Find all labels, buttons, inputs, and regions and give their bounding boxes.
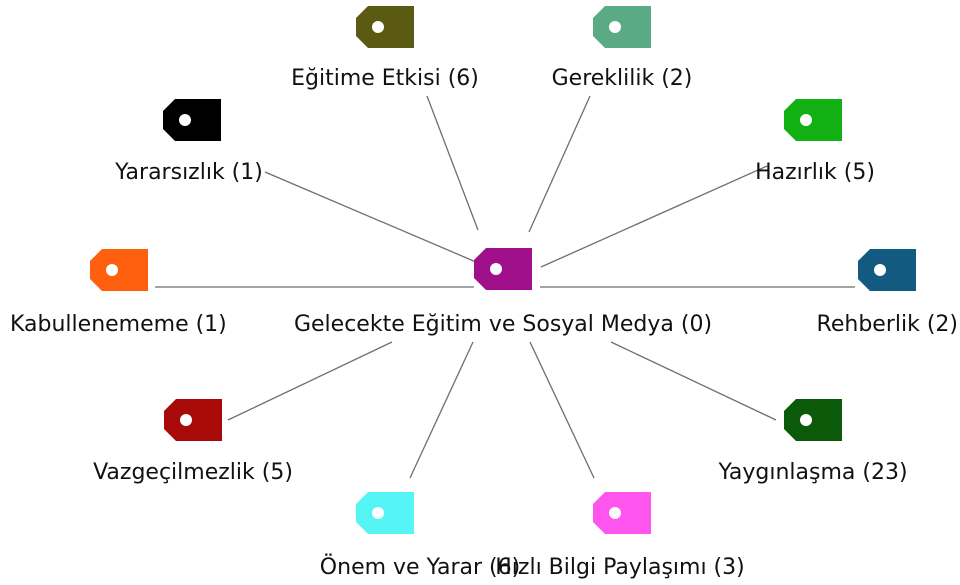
kabullenememe-tag-icon[interactable] [90,249,148,291]
node-label-vazgecilmezlik: Vazgeçilmezlik (5) [93,460,293,485]
node-label-center: Gelecekte Eğitim ve Sosyal Medya (0) [293,312,713,337]
node-label-rehberlik: Rehberlik (2) [816,312,958,337]
node-label-yararsizlik: Yararsızlık (1) [115,160,263,185]
node-label-gereklilik: Gereklilik (2) [551,66,693,91]
rehberlik-tag-icon[interactable] [858,249,916,291]
node-label-onem-ve-yarar: Önem ve Yarar (6) [319,555,521,580]
icon-layer [90,6,916,534]
edge-onem-ve-yarar [409,341,474,479]
yayginlasma-tag-icon[interactable] [784,399,842,441]
hizli-bilgi-tag-icon[interactable] [593,492,651,534]
node-label-hazirlik: Hazırlık (5) [755,160,875,185]
edge-layer [155,95,855,479]
edge-hazirlik [540,165,768,268]
edge-gereklilik [528,95,591,233]
onem-ve-yarar-tag-icon[interactable] [356,492,414,534]
node-label-egitime-etkisi: Eğitime Etkisi (6) [291,66,479,91]
egitime-etkisi-tag-icon[interactable] [356,6,414,48]
yararsizlik-tag-icon[interactable] [163,99,221,141]
gereklilik-tag-icon[interactable] [593,6,651,48]
node-label-kabullenememe: Kabullenememe (1) [10,312,227,337]
vazgecilmezlik-tag-icon[interactable] [164,399,222,441]
node-label-hizli-bilgi: Hızlı Bilgi Paylaşımı (3) [495,555,745,580]
edge-egitime-etkisi [426,95,479,231]
hazirlik-tag-icon[interactable] [784,99,842,141]
edge-yayginlasma [610,341,777,421]
center-tag-icon[interactable] [474,248,532,290]
edge-vazgecilmezlik [227,341,393,421]
edge-yararsizlik [264,171,477,263]
edge-hizli-bilgi [529,341,595,479]
node-label-yayginlasma: Yaygınlaşma (23) [718,460,908,485]
